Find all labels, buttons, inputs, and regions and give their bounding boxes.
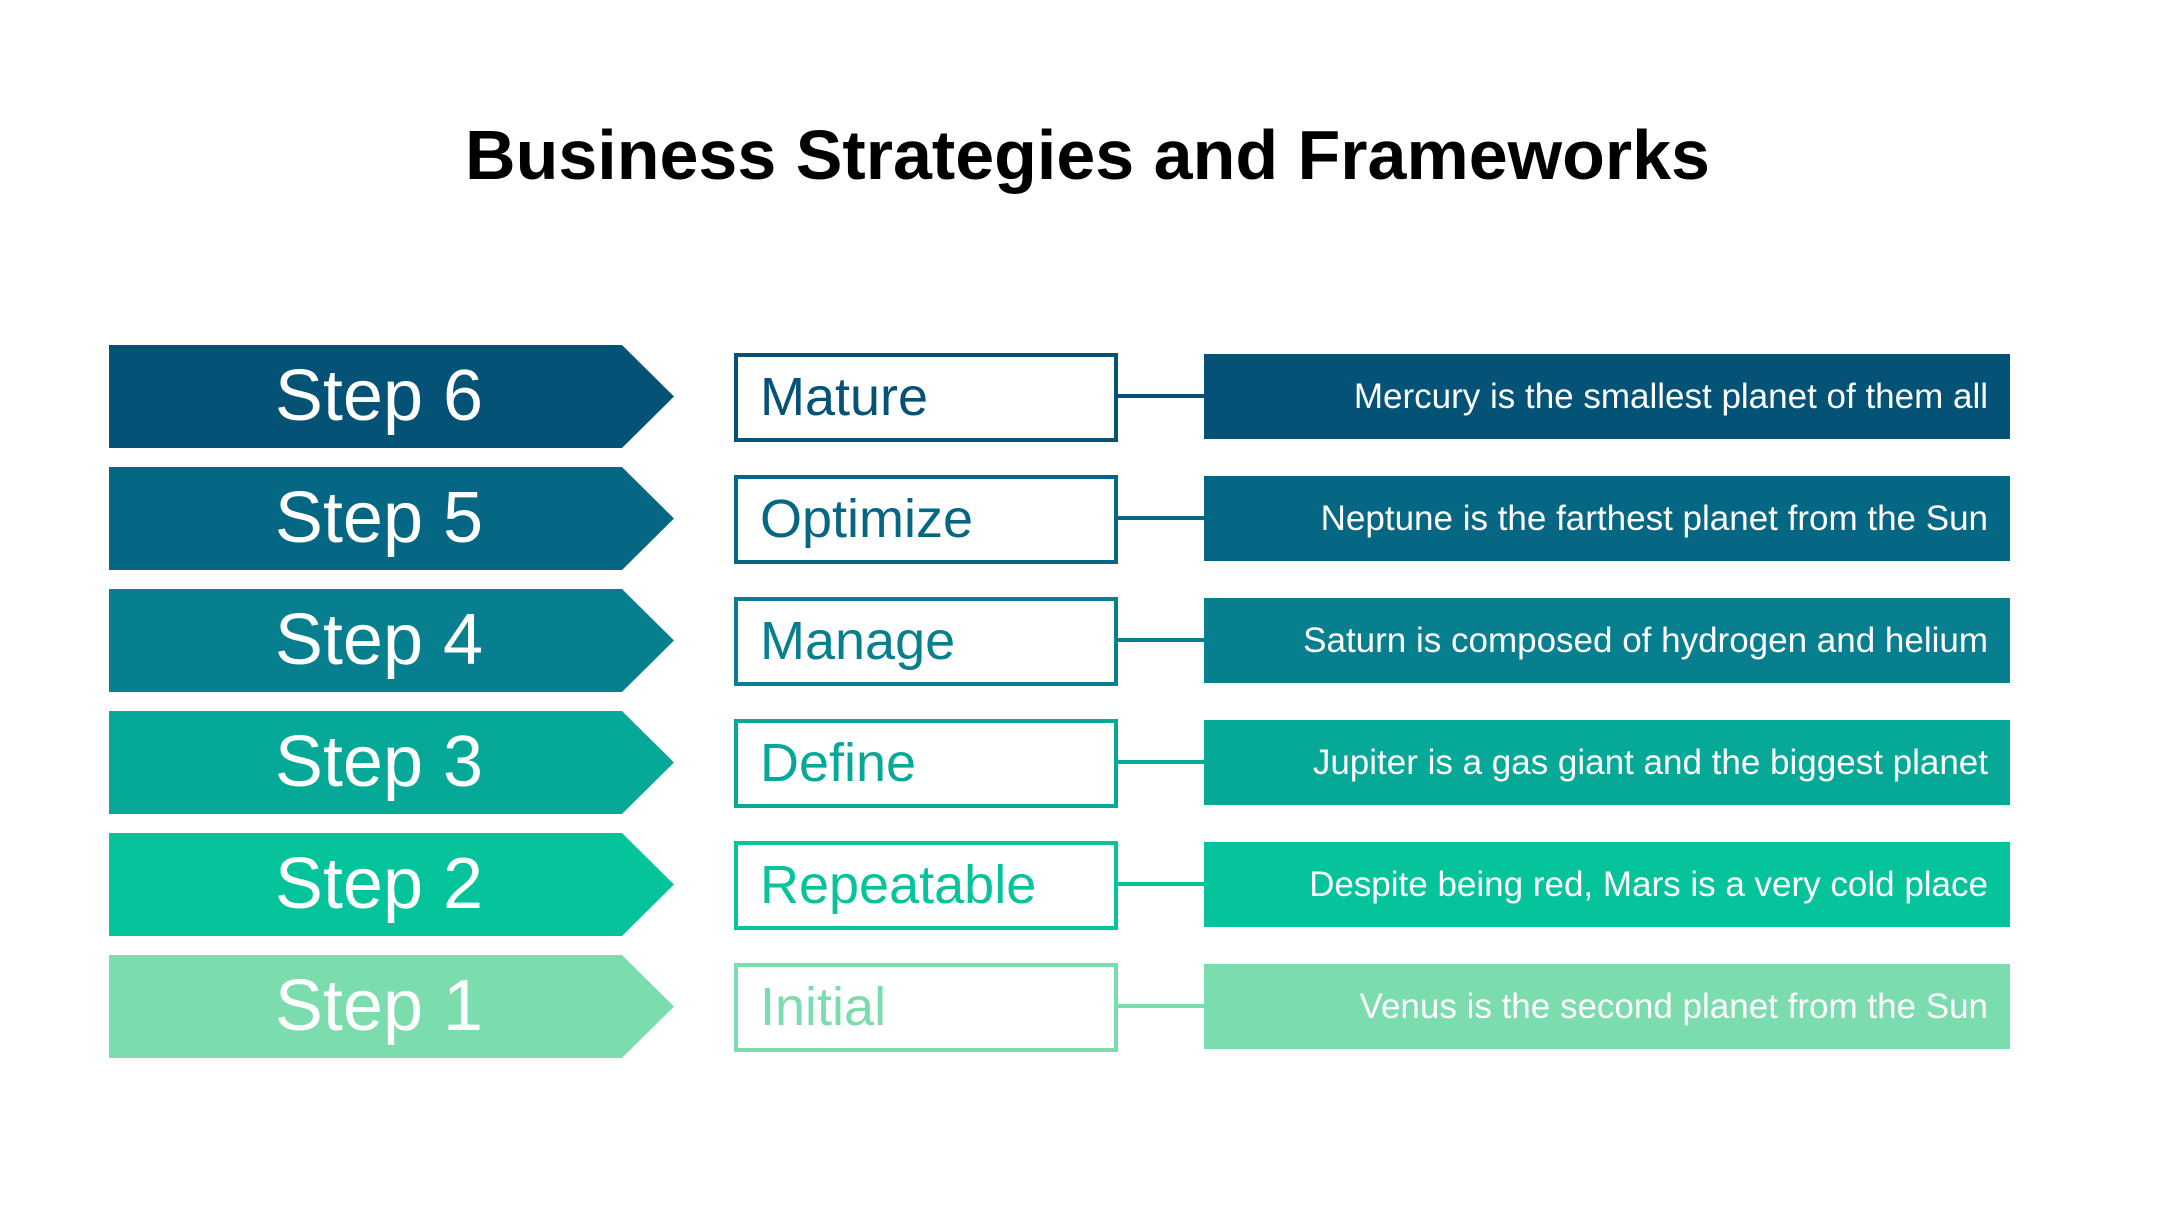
step-arrow: Step 6 xyxy=(109,345,674,448)
step-label: Step 6 xyxy=(274,356,484,436)
stage-box: Mature xyxy=(734,353,1118,442)
stage-box: Initial xyxy=(734,963,1118,1052)
step-arrow: Step 5 xyxy=(109,467,674,570)
step-row-4: Step 4 Manage Saturn is composed of hydr… xyxy=(0,589,2160,692)
connector-line xyxy=(1114,394,1204,398)
step-row-1: Step 1 Initial Venus is the second plane… xyxy=(0,955,2160,1058)
connector-line xyxy=(1114,1004,1204,1008)
stage-label: Manage xyxy=(760,611,956,671)
step-arrow: Step 4 xyxy=(109,589,674,692)
description-box: Despite being red, Mars is a very cold p… xyxy=(1204,842,2010,927)
stage-box: Repeatable xyxy=(734,841,1118,930)
stage-box: Optimize xyxy=(734,475,1118,564)
description-box: Mercury is the smallest planet of them a… xyxy=(1204,354,2010,439)
description-box: Saturn is composed of hydrogen and heliu… xyxy=(1204,598,2010,683)
description-box: Venus is the second planet from the Sun xyxy=(1204,964,2010,1049)
connector-line xyxy=(1114,882,1204,886)
stage-label: Initial xyxy=(760,977,887,1037)
stage-box: Define xyxy=(734,719,1118,808)
stage-label: Repeatable xyxy=(760,855,1037,915)
description-text: Saturn is composed of hydrogen and heliu… xyxy=(1303,621,1988,660)
step-label: Step 4 xyxy=(274,600,484,680)
description-box: Neptune is the farthest planet from the … xyxy=(1204,476,2010,561)
step-arrow: Step 1 xyxy=(109,955,674,1058)
description-box: Jupiter is a gas giant and the biggest p… xyxy=(1204,720,2010,805)
description-text: Venus is the second planet from the Sun xyxy=(1359,987,1988,1026)
slide-title: Business Strategies and Frameworks xyxy=(465,116,1710,194)
description-text: Despite being red, Mars is a very cold p… xyxy=(1309,865,1988,904)
step-label: Step 2 xyxy=(274,844,484,924)
stage-box: Manage xyxy=(734,597,1118,686)
step-label: Step 5 xyxy=(274,478,484,558)
step-row-6: Step 6 Mature Mercury is the smallest pl… xyxy=(0,345,2160,448)
stage-label: Define xyxy=(760,733,917,793)
connector-line xyxy=(1114,760,1204,764)
step-label: Step 3 xyxy=(274,722,484,802)
step-arrow: Step 2 xyxy=(109,833,674,936)
connector-line xyxy=(1114,638,1204,642)
step-row-2: Step 2 Repeatable Despite being red, Mar… xyxy=(0,833,2160,936)
stage-label: Mature xyxy=(760,367,929,427)
connector-line xyxy=(1114,516,1204,520)
step-row-5: Step 5 Optimize Neptune is the farthest … xyxy=(0,467,2160,570)
stage-label: Optimize xyxy=(760,489,974,549)
description-text: Mercury is the smallest planet of them a… xyxy=(1353,377,1988,416)
description-text: Jupiter is a gas giant and the biggest p… xyxy=(1312,743,1988,782)
step-label: Step 1 xyxy=(274,966,484,1046)
description-text: Neptune is the farthest planet from the … xyxy=(1320,499,1988,538)
step-arrow: Step 3 xyxy=(109,711,674,814)
step-row-3: Step 3 Define Jupiter is a gas giant and… xyxy=(0,711,2160,814)
